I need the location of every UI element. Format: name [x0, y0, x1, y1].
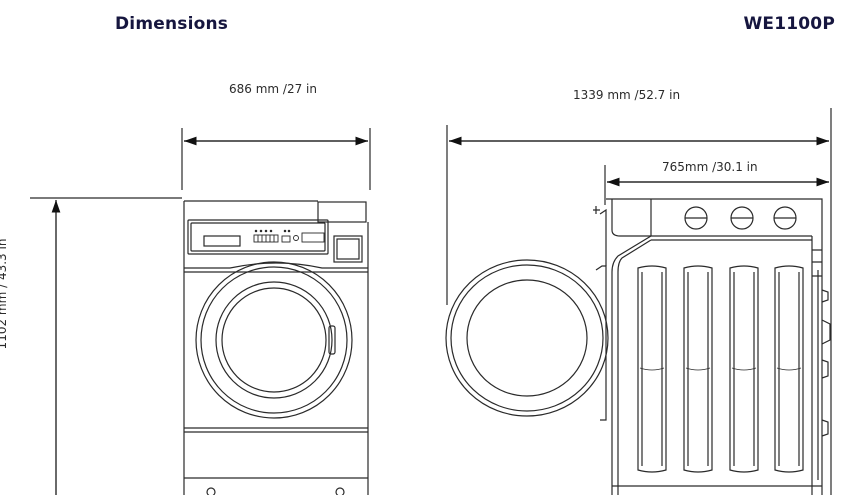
washer-front-view [183, 200, 369, 495]
section-title: Dimensions [115, 14, 229, 34]
model-name: WE1100P [743, 14, 835, 34]
height-dimension-line [30, 197, 182, 495]
depth-dimension-label: 1339 mm /52.7 in [573, 88, 681, 102]
drum-depth-dimension-line [604, 165, 829, 205]
drum-depth-dimension-label: 765mm /30.1 in [662, 160, 758, 174]
width-dimension-label: 686 mm /27 in [229, 82, 317, 96]
washer-side-view [445, 198, 831, 495]
width-dimension-line [181, 128, 371, 190]
depth-dimension-line [446, 108, 832, 495]
